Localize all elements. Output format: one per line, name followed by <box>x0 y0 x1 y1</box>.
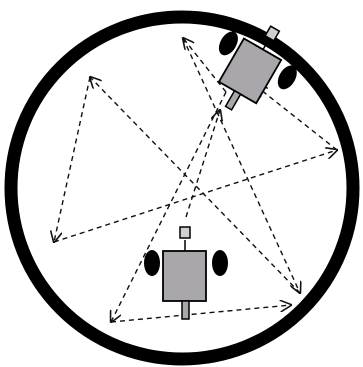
left-wheel-icon <box>144 250 160 276</box>
sensor-icon <box>180 227 190 238</box>
robot-body <box>163 251 206 301</box>
robot-tail <box>182 301 189 319</box>
right-wheel-icon <box>212 250 228 276</box>
